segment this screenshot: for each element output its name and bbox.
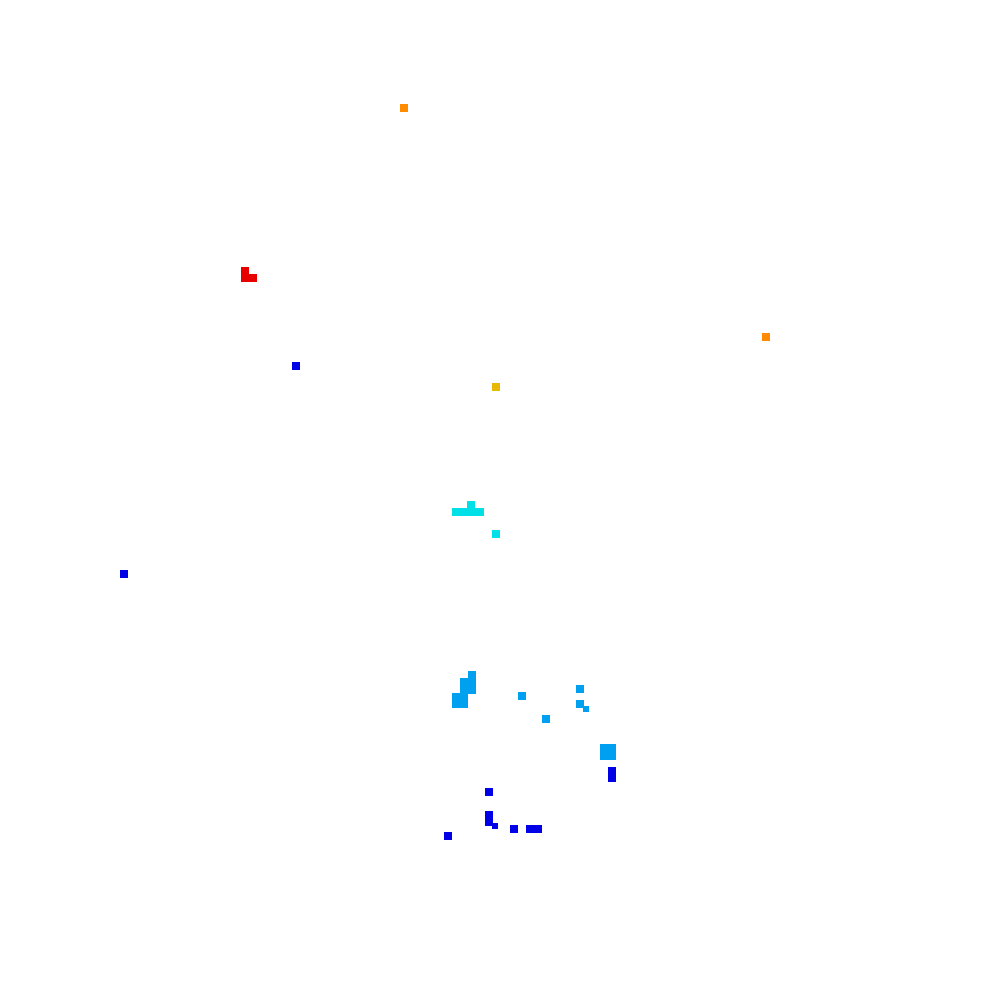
heatmap-cell — [444, 832, 452, 840]
heatmap-cell — [762, 333, 770, 341]
heatmap-cell — [120, 570, 128, 578]
heatmap-cell — [460, 693, 468, 701]
heatmap-cell — [241, 274, 249, 282]
heatmap-cell — [534, 825, 542, 833]
heatmap-cell — [468, 678, 476, 686]
heatmap-cell — [576, 685, 584, 693]
heatmap-cell — [510, 825, 518, 833]
heatmap-cell — [468, 508, 476, 516]
heatmap-cell — [608, 774, 616, 782]
heatmap-cell — [576, 700, 584, 708]
heatmap-cell — [485, 788, 493, 796]
heatmap-cell — [468, 671, 476, 679]
heatmap-cell — [608, 752, 616, 760]
heatmap-cell — [492, 530, 500, 538]
heatmap-cell — [583, 706, 589, 712]
heatmap-cell — [452, 700, 460, 708]
heatmap-cell — [460, 700, 468, 708]
heatmap-cell — [452, 508, 460, 516]
heatmap-cell — [608, 744, 616, 752]
heatmap-cell — [600, 752, 608, 760]
heatmap-cell — [468, 686, 476, 694]
heatmap-cell — [460, 508, 468, 516]
heatmap-cell — [460, 678, 468, 686]
heatmap-cell — [292, 362, 300, 370]
heatmap-cell — [467, 501, 475, 509]
heatmap-cell — [485, 811, 493, 819]
heatmap-cell — [542, 715, 550, 723]
heatmap-cell — [400, 104, 408, 112]
heatmap-cell — [518, 692, 526, 700]
heatmap-cell — [460, 686, 468, 694]
heatmap-cell — [249, 274, 257, 282]
heatmap-cell — [608, 767, 616, 775]
heatmap-cell — [526, 825, 534, 833]
heatmap-cell — [485, 818, 493, 826]
heatmap-cell — [476, 508, 484, 516]
heatmap-cells — [120, 104, 770, 840]
heatmap-cell — [600, 744, 608, 752]
heatmap-cell — [492, 823, 498, 829]
heatmap-cell — [492, 383, 500, 391]
heatmap-cell — [452, 693, 460, 701]
heatmap-cell — [241, 267, 249, 275]
